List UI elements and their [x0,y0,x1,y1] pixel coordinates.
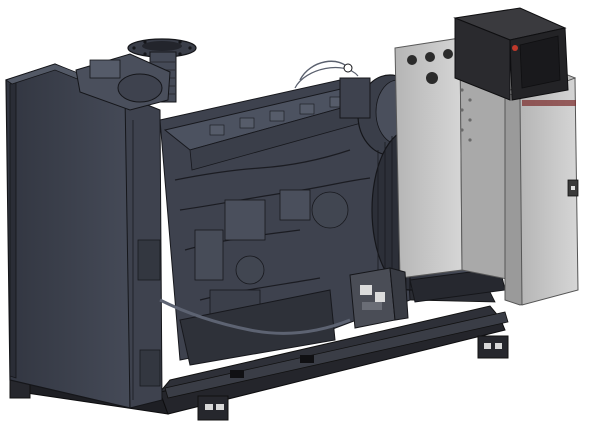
exhaust-outlet [75,38,197,111]
mount-foot-rear [477,335,509,359]
terminal-box [503,71,579,306]
battery-charger-module [349,267,409,329]
skid-base-frame [9,287,509,421]
control-panel-box [453,7,569,101]
cabinet-door-handle [567,179,579,197]
engine-block [159,79,411,366]
radiator-housing [5,63,163,409]
indicator-light [512,45,518,51]
